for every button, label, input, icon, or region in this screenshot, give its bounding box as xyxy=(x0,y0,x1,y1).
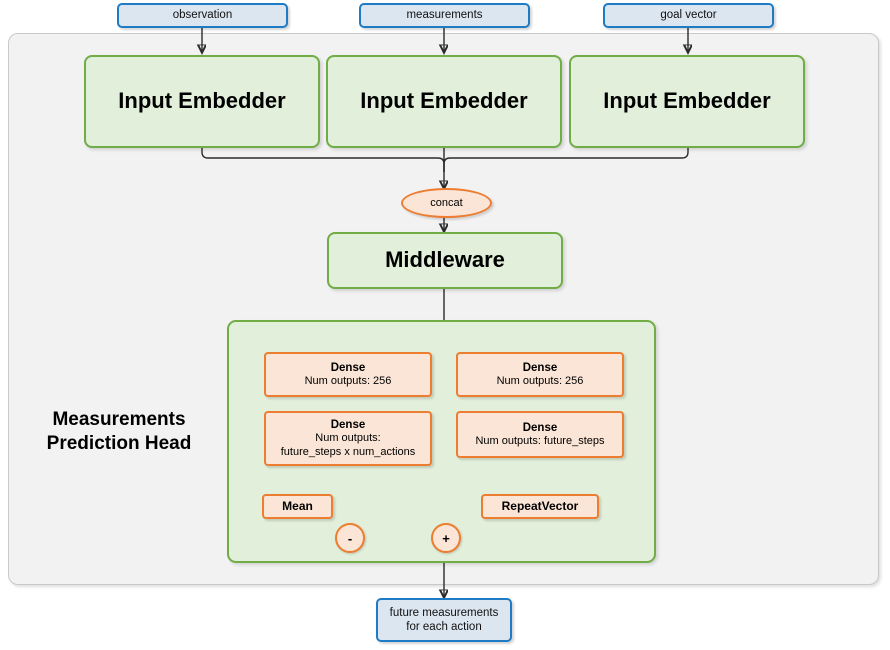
dense-right-2[interactable]: Dense Num outputs: future_steps xyxy=(456,411,624,458)
input-embedder-measurements-label: Input Embedder xyxy=(360,88,528,114)
input-embedder-observation-label: Input Embedder xyxy=(118,88,286,114)
middleware-label: Middleware xyxy=(385,247,505,273)
middleware-node[interactable]: Middleware xyxy=(327,232,563,289)
add-operator[interactable]: + xyxy=(431,523,461,553)
dense-right-2-line-2: Num outputs: future_steps xyxy=(475,434,605,447)
concat-node-label: concat xyxy=(430,197,463,209)
dense-left-2-line-3: future_steps x num_actions xyxy=(280,445,416,458)
input-box-measurements[interactable]: measurements xyxy=(359,3,530,28)
input-embedder-goal-vector-label: Input Embedder xyxy=(603,88,771,114)
subtract-operator-label: - xyxy=(347,530,353,546)
output-box-line-2: for each action xyxy=(406,621,482,633)
input-embedder-goal-vector[interactable]: Input Embedder xyxy=(569,55,805,148)
repeat-vector-node[interactable]: RepeatVector xyxy=(481,494,599,519)
concat-node[interactable]: concat xyxy=(401,188,492,218)
dense-left-1-line-1: Dense xyxy=(330,361,366,374)
mean-node[interactable]: Mean xyxy=(262,494,333,519)
input-box-measurements-label: measurements xyxy=(406,9,483,22)
add-operator-label: + xyxy=(442,530,450,546)
input-box-goal-vector[interactable]: goal vector xyxy=(603,3,774,28)
dense-left-2[interactable]: Dense Num outputs: future_steps x num_ac… xyxy=(264,411,432,466)
head-title-line-2: Prediction Head xyxy=(46,432,192,454)
dense-left-1[interactable]: Dense Num outputs: 256 xyxy=(264,352,432,397)
input-box-observation-label: observation xyxy=(172,9,233,22)
subtract-operator[interactable]: - xyxy=(335,523,365,553)
dense-right-1-line-2: Num outputs: 256 xyxy=(496,374,584,387)
dense-left-1-line-2: Num outputs: 256 xyxy=(304,374,392,387)
dense-right-1[interactable]: Dense Num outputs: 256 xyxy=(456,352,624,397)
measurements-prediction-head-title: Measurements Prediction Head xyxy=(20,408,218,456)
repeat-vector-label: RepeatVector xyxy=(501,499,579,514)
dense-left-2-line-2: Num outputs: xyxy=(315,432,381,445)
input-box-goal-vector-label: goal vector xyxy=(660,9,717,22)
dense-right-1-line-1: Dense xyxy=(522,361,558,374)
dense-right-2-line-1: Dense xyxy=(522,421,558,434)
output-box-line-1: future measurements xyxy=(389,606,499,619)
dense-left-2-line-1: Dense xyxy=(330,419,366,432)
input-box-observation[interactable]: observation xyxy=(117,3,288,28)
input-embedder-measurements[interactable]: Input Embedder xyxy=(326,55,562,148)
head-title-line-1: Measurements xyxy=(52,409,186,430)
input-embedder-observation[interactable]: Input Embedder xyxy=(84,55,320,148)
mean-node-label: Mean xyxy=(282,499,313,514)
output-box-future-measurements[interactable]: future measurements for each action xyxy=(376,598,512,642)
